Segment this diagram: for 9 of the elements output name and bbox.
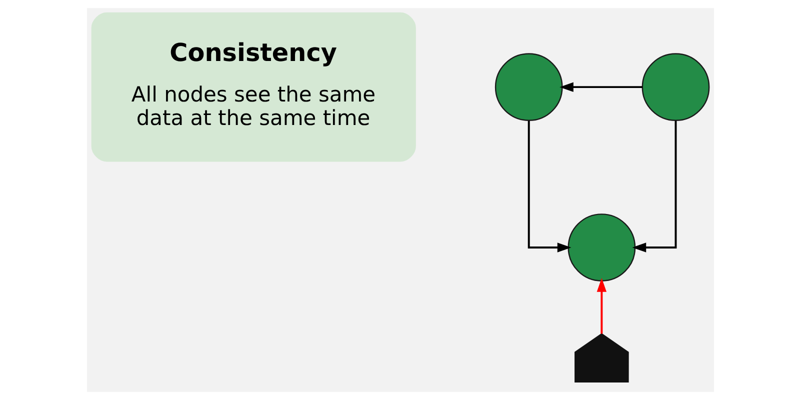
node-circle xyxy=(641,53,710,121)
node-circle xyxy=(494,53,562,121)
node-circle xyxy=(567,214,636,282)
arrow xyxy=(596,278,606,334)
node-person xyxy=(574,333,628,383)
arrow xyxy=(632,120,676,252)
arrow xyxy=(559,82,642,92)
arrow xyxy=(527,120,571,252)
node-box: Consistency All nodes see the same data at the same time xyxy=(90,12,416,162)
